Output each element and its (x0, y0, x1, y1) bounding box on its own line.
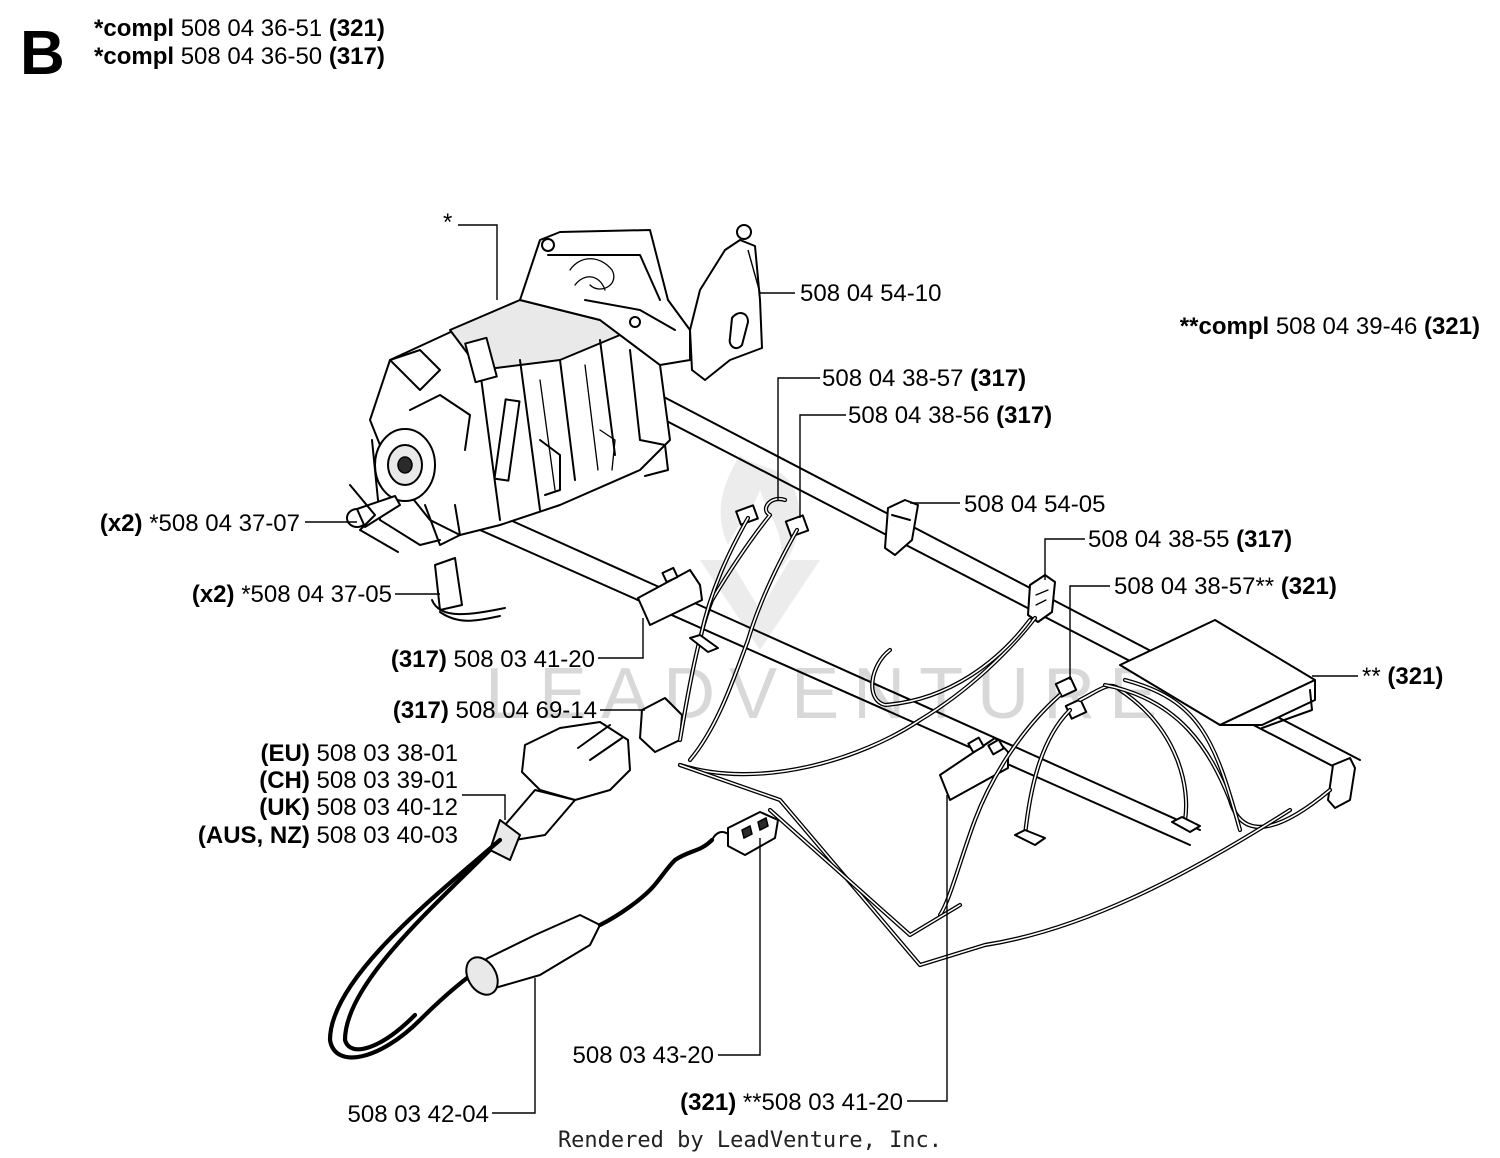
label-plug-eu: (EU) 508 03 38-01 (261, 740, 458, 767)
label-508-03-41-20-321: (321) **508 03 41-20 (680, 1089, 903, 1116)
label-508-03-43-20: 508 03 43-20 (573, 1042, 714, 1069)
extension-cord-508-03-42-04 (465, 837, 715, 996)
label-compl-508-04-39-46: **compl 508 04 39-46 (321) (1180, 313, 1480, 340)
power-cord-plug (489, 721, 631, 861)
microswitch-317 (637, 566, 703, 626)
footer-credit: Rendered by LeadVenture, Inc. (558, 1128, 942, 1153)
header-line-1: *compl 508 04 36-51 (321) (94, 15, 385, 42)
motor-assembly (369, 229, 691, 546)
header-line-2: *compl 508 04 36-50 (317) (94, 43, 385, 70)
label-plug-ch: (CH) 508 03 39-01 (259, 767, 458, 794)
label-508-04-54-10: 508 04 54-10 (800, 280, 941, 307)
carbon-brush-508-04-37-07 (346, 484, 401, 553)
label-plug-aus-nz: (AUS, NZ) 508 03 40-03 (198, 822, 458, 849)
leader-lines (305, 224, 1358, 1114)
end-connector (1327, 757, 1356, 809)
power-cord (327, 837, 503, 1060)
section-letter: B (20, 19, 65, 88)
watermark-text: LEADVENTURE (485, 654, 1171, 734)
wiring-harness (677, 496, 1333, 968)
label-508-04-38-55-317: 508 04 38-55 (317) (1088, 526, 1292, 553)
label-508-03-42-04: 508 03 42-04 (348, 1101, 489, 1128)
label-508-04-37-05: (x2) *508 04 37-05 (192, 581, 392, 608)
electronics-box-321 (1119, 619, 1316, 729)
label-508-04-37-07: (x2) *508 04 37-07 (100, 510, 300, 537)
microswitch-321 (939, 736, 1009, 801)
bracket-plate-508-04-54-10 (689, 224, 763, 381)
wire-connectors (735, 504, 1088, 720)
label-508-03-41-20-317: (317) 508 03 41-20 (391, 646, 595, 673)
label-508-04-69-14-317: (317) 508 04 69-14 (393, 697, 597, 724)
label-508-04-38-57-317: 508 04 38-57 (317) (822, 365, 1026, 392)
switch-508-04-54-05 (884, 499, 919, 556)
connector-508-03-43-20 (711, 811, 779, 856)
label-plug-uk: (UK) 508 03 40-12 (259, 794, 458, 821)
label-508-04-54-05: 508 04 54-05 (964, 491, 1105, 518)
label-508-04-38-56-317: 508 04 38-56 (317) (848, 402, 1052, 429)
label-star: * (443, 209, 452, 236)
connector-508-04-38-55 (1027, 574, 1056, 623)
brush-spring-508-04-37-05 (431, 557, 506, 622)
watermark: LEADVENTURE (485, 455, 1171, 734)
label-box-321: ** (321) (1362, 663, 1443, 690)
terminals (689, 634, 1201, 846)
label-508-04-38-57-321: 508 04 38-57** (321) (1114, 573, 1337, 600)
callout-labels: * 508 04 54-10 **compl 508 04 39-46 (321… (100, 209, 1480, 1128)
